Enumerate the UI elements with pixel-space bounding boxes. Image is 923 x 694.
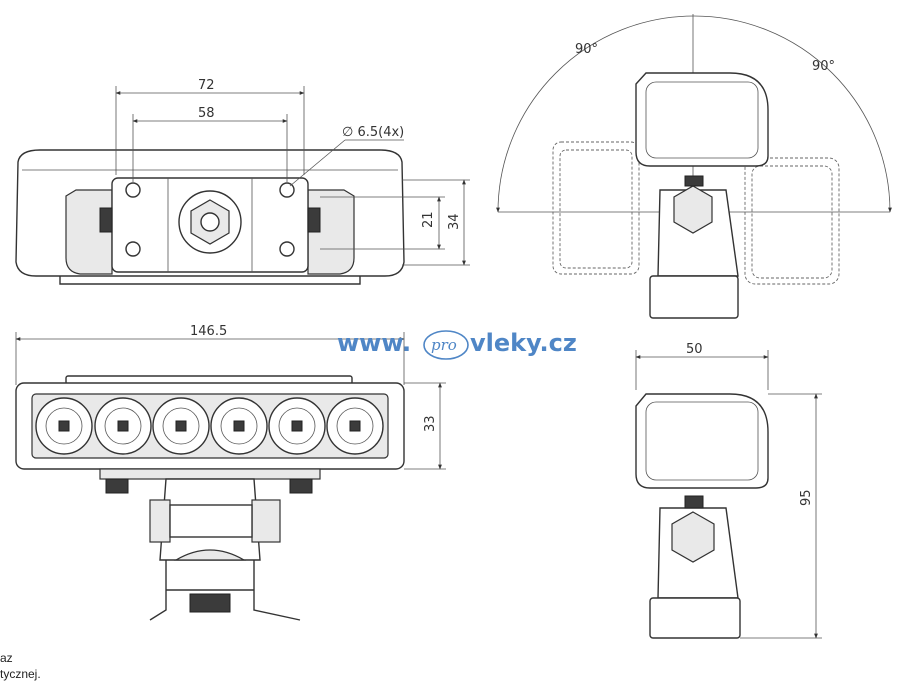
dim-label-72: 72 xyxy=(198,78,215,93)
angle-right-label: 90° xyxy=(812,59,835,74)
dimension-58: 58 xyxy=(132,106,288,182)
caption-line-1: az xyxy=(0,651,13,665)
pivot-view: 90° 90° xyxy=(496,14,892,319)
dimension-72: 72 xyxy=(115,78,305,175)
dimension-21: 21 xyxy=(320,196,445,250)
dim-label-50: 50 xyxy=(686,342,703,357)
dim-label-146-5: 146.5 xyxy=(190,324,227,339)
watermark-pro: pro xyxy=(431,336,457,354)
front-view: 146.5 33 xyxy=(15,324,446,621)
dimension-95: 95 xyxy=(740,393,822,639)
dim-label-21: 21 xyxy=(421,211,436,228)
side-view: 50 95 xyxy=(635,342,822,639)
dim-label-34: 34 xyxy=(447,213,462,230)
dimension-34: 34 xyxy=(402,179,470,266)
angle-left-label: 90° xyxy=(575,42,598,57)
watermark: www. pro vleky.cz xyxy=(337,329,577,360)
dim-label-95: 95 xyxy=(799,489,814,506)
caption-line-2: tycznej. xyxy=(0,667,41,681)
dim-label-33: 33 xyxy=(423,415,438,432)
hole-callout: ∅ 6.5(4x) xyxy=(289,125,404,187)
dimension-146-5: 146.5 xyxy=(15,324,405,385)
dimension-33: 33 xyxy=(404,382,446,470)
rear-view: 72 58 ∅ 6.5(4x) 21 34 xyxy=(15,78,470,285)
watermark-domain: vleky.cz xyxy=(470,329,577,357)
led-row xyxy=(35,397,384,455)
dim-label-58: 58 xyxy=(198,106,215,121)
hole-spec-label: ∅ 6.5(4x) xyxy=(342,125,404,140)
dimension-50: 50 xyxy=(635,342,769,390)
watermark-www: www. xyxy=(337,329,411,357)
